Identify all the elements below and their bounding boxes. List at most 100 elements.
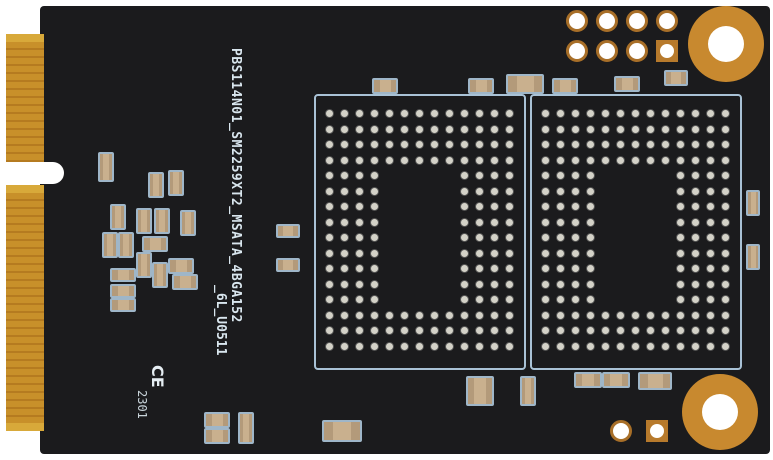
bga-ball (707, 327, 714, 334)
bga-ball (617, 327, 624, 334)
bga-ball (707, 156, 714, 164)
bga-ball (356, 141, 363, 148)
through-hole-via (596, 40, 618, 62)
bga-ball (692, 265, 699, 272)
capacitor (172, 274, 198, 290)
bga-ball (692, 234, 699, 241)
bga-ball (587, 327, 594, 334)
capacitor (102, 232, 118, 258)
bga-ball (632, 311, 639, 319)
bga-ball (506, 187, 513, 195)
bga-ball (401, 311, 408, 319)
bga-ball (491, 172, 498, 179)
bga-ball (587, 203, 594, 210)
bga-ball (461, 234, 468, 241)
bga-ball (326, 342, 333, 350)
bga-ball (386, 342, 393, 350)
bga-ball (662, 156, 669, 164)
bga-ball (677, 280, 684, 288)
bga-ball (692, 203, 699, 210)
bga-ball (647, 156, 654, 164)
bga-ball (356, 280, 363, 288)
capacitor (168, 170, 184, 196)
bga-ball (326, 296, 333, 303)
bga-ball (506, 280, 513, 288)
bga-ball (446, 141, 453, 148)
bga-ball (341, 311, 348, 319)
bga-ball (647, 327, 654, 334)
bga-ball (692, 172, 699, 179)
bga-ball (356, 156, 363, 164)
bga-ball (326, 125, 333, 133)
bga-ball (461, 311, 468, 319)
bga-ball (722, 141, 729, 148)
bga-ball (491, 296, 498, 303)
bga-ball (506, 218, 513, 226)
bga-ball (461, 203, 468, 210)
bga-footprint-right (530, 94, 742, 370)
bga-ball (371, 141, 378, 148)
capacitor (154, 208, 170, 234)
bga-ball (722, 265, 729, 272)
bga-ball (587, 141, 594, 148)
bga-ball (677, 249, 684, 257)
bga-ball (617, 110, 624, 117)
bga-ball (602, 125, 609, 133)
bga-ball (707, 296, 714, 303)
bga-ball (341, 125, 348, 133)
capacitor (204, 428, 230, 444)
bga-ball (722, 203, 729, 210)
bga-ball (506, 342, 513, 350)
bga-ball (476, 249, 483, 257)
bga-ball (677, 203, 684, 210)
bga-ball (662, 342, 669, 350)
bga-ball (431, 342, 438, 350)
bga-ball (722, 218, 729, 226)
bga-footprint-left (314, 94, 526, 370)
bga-ball (386, 141, 393, 148)
bga-ball (386, 156, 393, 164)
bga-ball (341, 296, 348, 303)
capacitor (574, 372, 602, 388)
capacitor (638, 372, 672, 390)
bga-ball (356, 311, 363, 319)
bga-ball (707, 187, 714, 195)
bga-ball (587, 172, 594, 179)
bga-ball (446, 311, 453, 319)
bga-ball (446, 125, 453, 133)
bga-ball (461, 280, 468, 288)
bga-ball (557, 187, 564, 195)
bga-ball (632, 156, 639, 164)
capacitor (746, 244, 760, 270)
bga-ball (602, 311, 609, 319)
bga-ball (587, 187, 594, 195)
ce-mark: CE (148, 365, 167, 388)
bga-ball (707, 342, 714, 350)
bga-ball (692, 187, 699, 195)
bga-ball (677, 141, 684, 148)
bga-ball (326, 141, 333, 148)
bga-ball (461, 156, 468, 164)
bga-ball (722, 125, 729, 133)
capacitor (506, 74, 544, 94)
bga-ball (572, 141, 579, 148)
capacitor (372, 78, 398, 94)
bga-ball (371, 110, 378, 117)
capacitor (136, 252, 152, 278)
bga-ball (356, 234, 363, 241)
bga-ball (722, 172, 729, 179)
bga-ball (491, 234, 498, 241)
through-hole-via (596, 10, 618, 32)
bga-ball (572, 280, 579, 288)
through-hole-via (566, 40, 588, 62)
bga-ball (506, 203, 513, 210)
bga-ball (617, 125, 624, 133)
bga-ball (572, 234, 579, 241)
capacitor (168, 258, 194, 274)
bga-ball (647, 311, 654, 319)
bga-ball (542, 234, 549, 241)
bga-ball (326, 234, 333, 241)
bga-ball (572, 327, 579, 334)
bga-ball (587, 110, 594, 117)
bga-ball (356, 110, 363, 117)
